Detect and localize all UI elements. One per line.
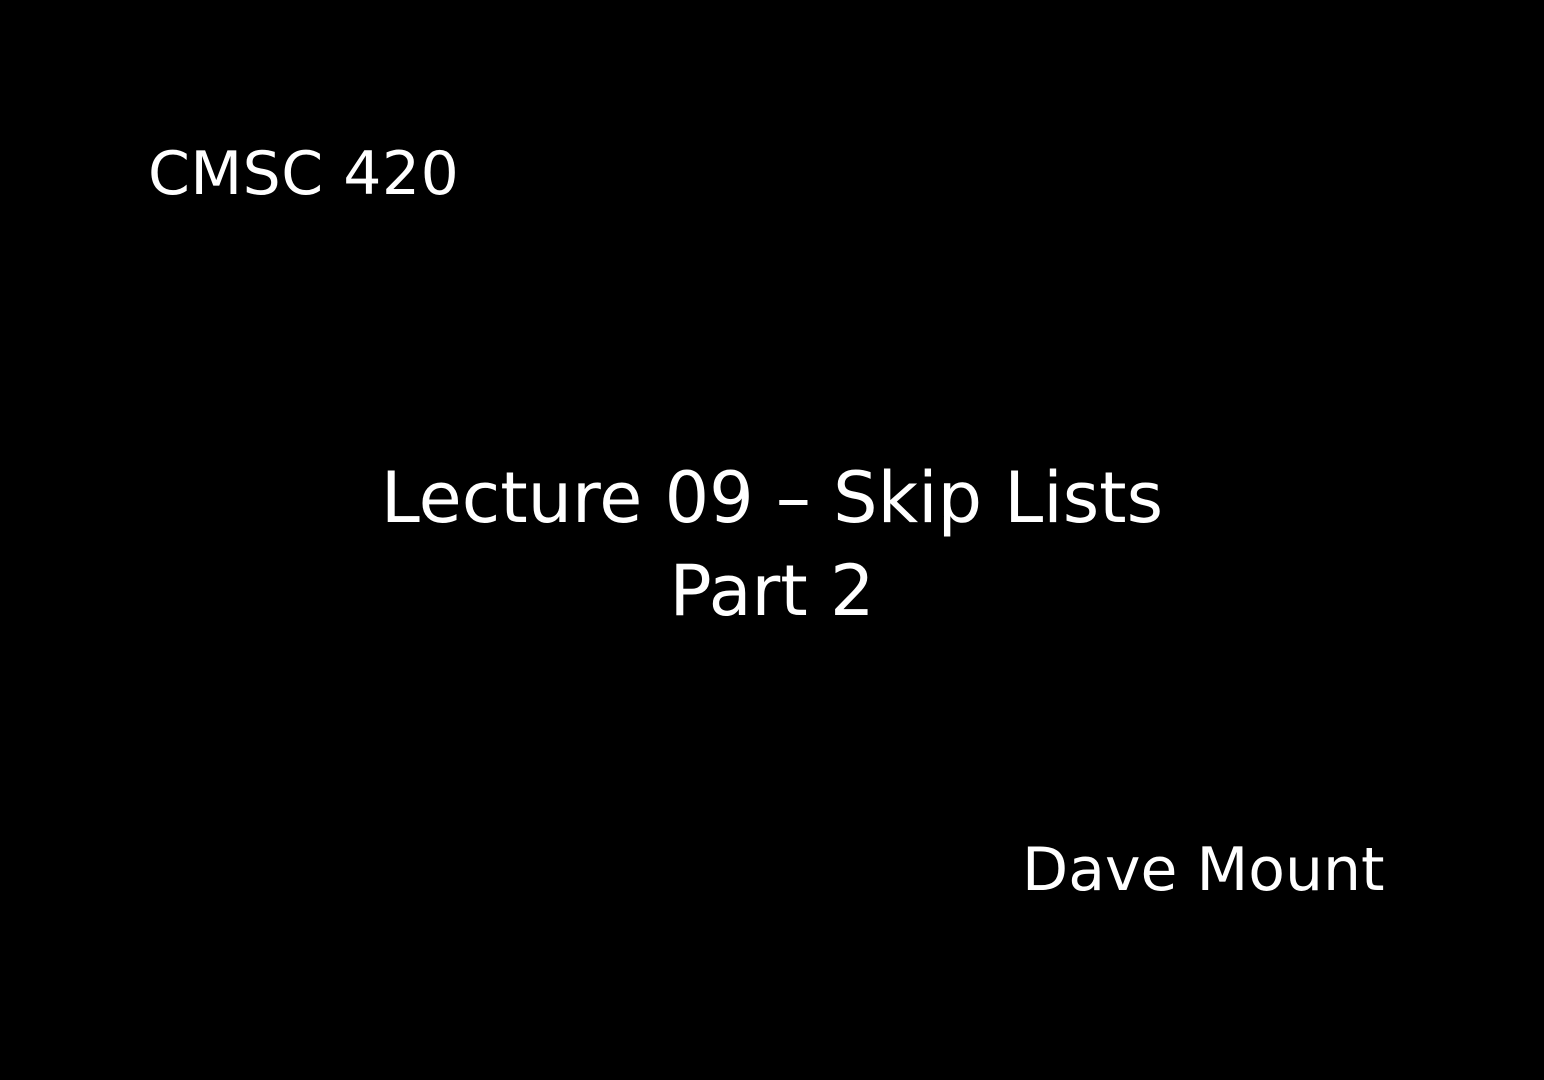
- author-name: Dave Mount: [1022, 835, 1385, 905]
- lecture-title-line-1: Lecture 09 – Skip Lists: [380, 457, 1164, 539]
- lecture-title-line-2: Part 2: [669, 550, 875, 632]
- lecture-title: Lecture 09 – Skip Lists Part 2: [0, 452, 1544, 638]
- course-code: CMSC 420: [148, 139, 460, 209]
